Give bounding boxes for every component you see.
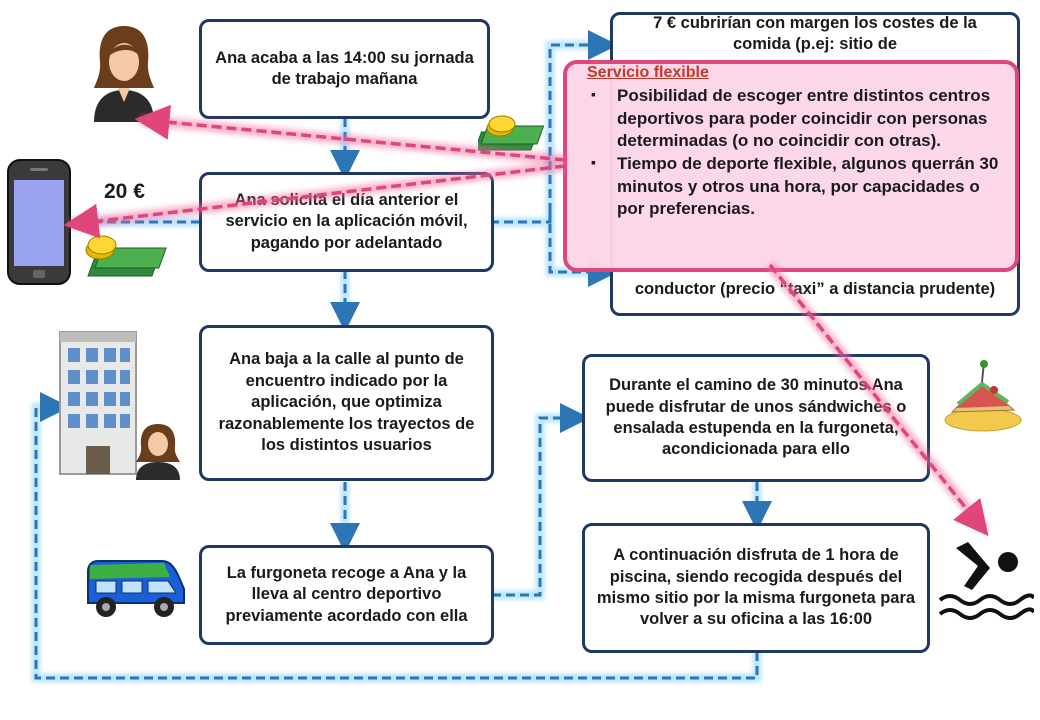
price-label: 20 € [104, 180, 145, 203]
money-icon [478, 115, 545, 151]
woman-icon [94, 26, 154, 122]
callout-title: Servicio flexible [587, 64, 709, 81]
building-icon [59, 331, 137, 475]
connector-b2-r1-lower [548, 210, 618, 287]
step-text-request-service: Ana solicita el día anterior el servicio… [225, 190, 468, 252]
step-box-van-pickup: La furgoneta recoge a Ana y la lleva al … [199, 545, 494, 645]
woman-icon [136, 424, 180, 480]
sandwich-icon [944, 360, 1022, 432]
step-text-van-pickup: La furgoneta recoge a Ana y la lleva al … [225, 563, 468, 625]
step-text-end-of-workday: Ana acaba a las 14:00 su jornada de trab… [215, 48, 474, 88]
step-box-end-of-workday: Ana acaba a las 14:00 su jornada de trab… [199, 19, 490, 119]
step-box-sandwiches: Durante el camino de 30 minutos Ana pued… [582, 354, 930, 482]
step-text-sandwiches: Durante el camino de 30 minutos Ana pued… [605, 376, 907, 459]
callout-item: Posibilidad de escoger entre distintos c… [591, 85, 1005, 153]
flexible-service-callout: Servicio flexible Posibilidad de escoger… [563, 60, 1019, 272]
step-box-request-service: Ana solicita el día anterior el servicio… [199, 172, 494, 272]
cost-text-bottom: conductor (precio “taxi” a distancia pru… [634, 280, 996, 298]
cost-text-top: 7 € cubrirían con margen los costes de l… [653, 14, 977, 54]
callout-list: Posibilidad de escoger entre distintos c… [587, 85, 1005, 221]
connector-return [34, 392, 759, 680]
step-box-meeting-point: Ana baja a la calle al punto de encuentr… [199, 325, 494, 481]
step-text-swimming: A continuación disfruta de 1 hora de pis… [596, 546, 916, 629]
phone-icon [7, 159, 71, 285]
step-text-meeting-point: Ana baja a la calle al punto de encuentr… [218, 350, 475, 455]
callout-item: Tiempo de deporte flexible, algunos quer… [591, 153, 1005, 221]
van-icon [87, 560, 185, 617]
connector-b4-r2 [492, 403, 590, 597]
swimmer-icon [938, 542, 1034, 620]
money-icon [85, 235, 167, 277]
step-box-swimming: A continuación disfruta de 1 hora de pis… [582, 523, 930, 653]
